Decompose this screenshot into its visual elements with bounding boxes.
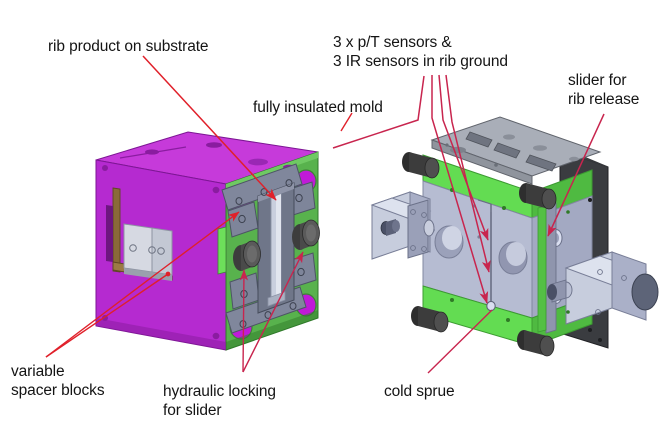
spacer-block-vertical xyxy=(112,187,121,273)
guide-pillar-top-left xyxy=(402,152,440,179)
cavity-pocket-left xyxy=(434,225,464,259)
label-cold-sprue: cold sprue xyxy=(384,383,455,400)
slider-green-strip xyxy=(537,205,547,333)
leader-lines xyxy=(45,55,605,374)
guide-pillar-bottom-left xyxy=(411,306,449,333)
top-plate-groove xyxy=(119,146,187,159)
label-hydraulic-locking-for-slider: hydraulic locking for slider xyxy=(163,383,276,419)
mounting-plate-under-shadow xyxy=(124,268,172,281)
label-rib-product-on-substrate: rib product on substrate xyxy=(48,38,209,55)
spacer-block-shadow xyxy=(106,205,113,262)
guide-pillar-bottom-right xyxy=(517,330,555,357)
leader-variable-spacer-1 xyxy=(45,271,171,358)
bottom-green-edge-shade xyxy=(226,310,318,350)
leader-sensors-1 xyxy=(431,75,489,304)
green-edge-sliver xyxy=(217,226,227,275)
label-pt-sensors: 3 x p/T sensors & 3 IR sensors in rib gr… xyxy=(333,34,508,70)
top-bolt-hole-2 xyxy=(206,142,222,148)
hydraulic-locking-cylinder-left xyxy=(233,240,261,271)
label-variable-spacer-blocks: variable spacer blocks xyxy=(11,363,105,399)
leader-cold-sprue xyxy=(427,309,493,374)
label-fully-insulated-mold: fully insulated mold xyxy=(253,99,383,116)
actuator-port-left xyxy=(380,219,400,236)
rear-plate-bolts xyxy=(588,198,602,342)
leader-hydraulic-locking-1 xyxy=(239,269,249,373)
leader-sensors-3 xyxy=(445,74,491,273)
leader-sensors-2 xyxy=(438,74,489,241)
bottom-edge-shade xyxy=(96,318,226,350)
retainer-bar-top xyxy=(221,163,303,211)
hydraulic-actuator-right xyxy=(547,251,659,325)
leader-hydraulic-locking-2 xyxy=(242,251,304,373)
leader-variable-spacer-2 xyxy=(45,211,240,358)
leader-fully-insulated-mold xyxy=(340,112,353,132)
leader-rib-product xyxy=(142,55,277,201)
actuator-cap-right xyxy=(631,273,659,311)
right-mold-assembly xyxy=(370,116,659,357)
leader-slider-rib-release xyxy=(547,113,605,237)
hydraulic-actuator-left xyxy=(370,191,435,260)
left-mold-assembly xyxy=(95,131,320,351)
hydraulic-locking-cylinder-right xyxy=(292,219,320,250)
actuator-rod-left xyxy=(423,219,435,237)
top-bolt-hole-3 xyxy=(248,158,268,166)
cold-sprue-bore xyxy=(486,300,496,312)
parting-line-notch xyxy=(477,199,492,212)
guide-pillar-top-right xyxy=(519,183,557,210)
label-slider-for-rib-release: slider for rib release xyxy=(568,72,640,108)
mounting-plate-gray xyxy=(123,223,153,273)
cavity-pocket-right xyxy=(498,241,528,275)
mounting-plate-bolts xyxy=(129,244,165,255)
rib-product-highlight xyxy=(276,194,281,302)
leader-sensors-4 xyxy=(332,75,425,149)
